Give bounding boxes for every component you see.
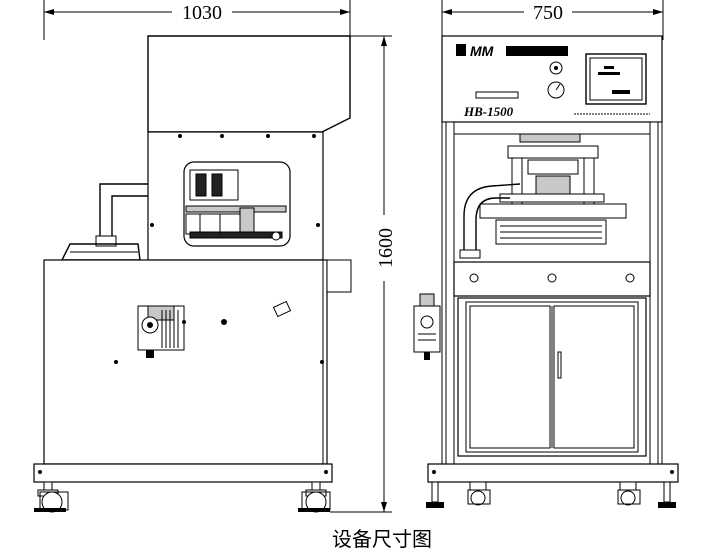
brand-label: MM bbox=[470, 43, 494, 59]
drawing-caption: 设备尺寸图 bbox=[332, 527, 432, 551]
side-view bbox=[33, 35, 352, 513]
width-side-label: 1030 bbox=[182, 2, 222, 24]
width-front-label: 750 bbox=[533, 2, 563, 24]
dimension-width-front: 750 bbox=[441, 0, 664, 40]
caster-left bbox=[34, 481, 69, 513]
caster-front-right bbox=[617, 481, 641, 506]
model-label: HB-1500 bbox=[463, 104, 514, 119]
caster-front-left bbox=[467, 481, 491, 506]
brand-logo: MM bbox=[456, 43, 568, 59]
height-label: 1600 bbox=[375, 228, 397, 268]
dimension-width-side: 1030 bbox=[43, 0, 351, 40]
front-view: MM HB-1500 bbox=[413, 35, 679, 508]
caster-right bbox=[298, 481, 331, 513]
dimension-height: 1600 bbox=[330, 35, 397, 513]
